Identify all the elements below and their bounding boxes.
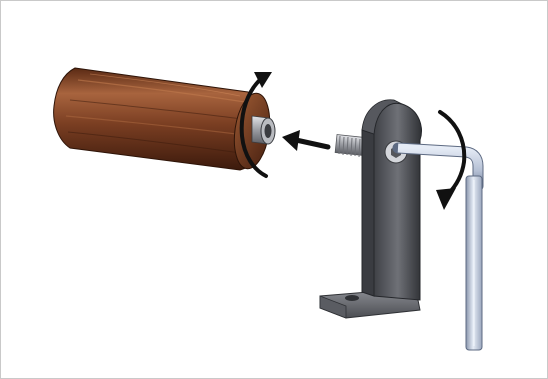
key-rotate-arrow-icon (436, 112, 464, 210)
threaded-insert (252, 116, 275, 144)
bolt (335, 135, 365, 157)
l-bracket (320, 100, 421, 318)
left-arrow-icon (282, 130, 328, 151)
base-hole (345, 295, 359, 301)
